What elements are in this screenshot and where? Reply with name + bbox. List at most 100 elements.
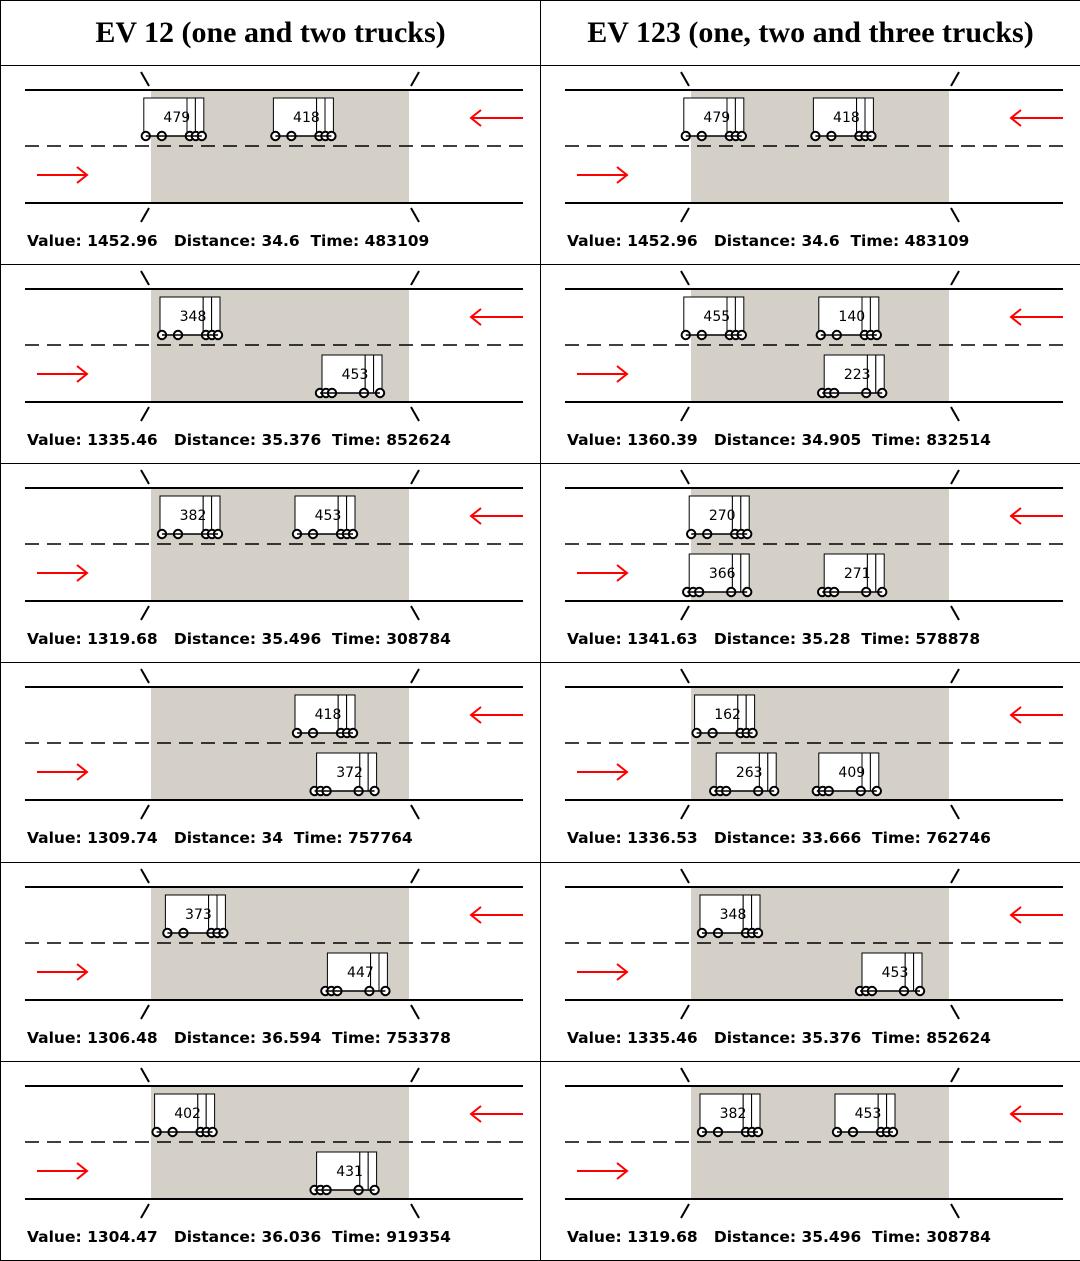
abutment-tick <box>411 1005 419 1019</box>
truck-id-label: 409 <box>838 765 865 781</box>
abutment-tick <box>411 869 419 883</box>
truck: 372 <box>310 753 378 795</box>
abutment-tick <box>141 470 149 484</box>
arrow-left-icon <box>471 707 523 723</box>
abutment-tick <box>951 470 959 484</box>
bridge-diagram: 382 453 <box>541 1062 1080 1222</box>
scenario-panel: 455140223Value: 1360.39 Distance: 34.905… <box>541 265 1080 463</box>
abutment-tick <box>681 1068 689 1082</box>
truck-cab <box>368 753 376 791</box>
abutment-tick <box>951 72 959 86</box>
abutment-tick <box>681 1005 689 1019</box>
column-header-ev12: EV 12 (one and two trucks) <box>1 1 541 66</box>
abutment-tick <box>951 208 959 222</box>
truck-id-label: 372 <box>336 765 363 781</box>
truck: 453 <box>293 496 357 538</box>
truck: 348 <box>158 297 222 339</box>
truck-id-label: 453 <box>882 965 909 981</box>
ev123-cell: 479418Value: 1452.96 Distance: 34.6 Time… <box>541 66 1080 265</box>
truck: 418 <box>811 98 875 140</box>
abutment-tick <box>411 669 419 683</box>
arrow-right-icon <box>577 964 627 980</box>
scenario-row: 418 372Value: 1309.74 Distance: 34 Time: … <box>1 663 1080 862</box>
abutment-tick <box>141 72 149 86</box>
ev123-cell: 455140223Value: 1360.39 Distance: 34.905… <box>541 265 1080 464</box>
scenario-caption: Value: 1309.74 Distance: 34 Time: 757764 <box>27 829 413 847</box>
bridge-diagram: 348 453 <box>1 265 540 425</box>
ev123-cell: 270366271Value: 1341.63 Distance: 35.28 … <box>541 464 1080 663</box>
truck-id-label: 373 <box>185 907 212 923</box>
arrow-left-icon <box>1011 1106 1063 1122</box>
scenario-panel: 348 453Value: 1335.46 Distance: 35.376 Ti… <box>1 265 540 463</box>
abutment-tick <box>681 606 689 620</box>
scenario-panel: 479418Value: 1452.96 Distance: 34.6 Time… <box>541 66 1080 264</box>
truck: 223 <box>818 355 886 397</box>
truck-cab <box>865 98 873 136</box>
bridge-diagram: 162263409 <box>541 663 1080 823</box>
abutment-tick <box>951 1068 959 1082</box>
abutment-tick <box>411 271 419 285</box>
abutment-tick <box>411 606 419 620</box>
abutment-tick <box>411 72 419 86</box>
abutment-tick <box>681 407 689 421</box>
scenario-caption: Value: 1452.96 Distance: 34.6 Time: 4831… <box>27 232 429 250</box>
abutment-tick <box>141 869 149 883</box>
arrow-right-icon <box>577 764 627 780</box>
truck-cab <box>735 98 743 136</box>
truck-id-label: 270 <box>709 508 736 524</box>
abutment-tick <box>681 1204 689 1218</box>
truck-id-label: 162 <box>714 707 741 723</box>
scenario-panel: 418 372Value: 1309.74 Distance: 34 Time: … <box>1 663 540 861</box>
truck-cab <box>217 895 225 933</box>
abutment-tick <box>141 606 149 620</box>
truck-cab <box>735 297 743 335</box>
truck-cab <box>325 98 333 136</box>
abutment-tick <box>141 669 149 683</box>
arrow-left-icon <box>1011 907 1063 923</box>
truck: 453 <box>316 355 384 397</box>
truck-cab <box>876 554 884 592</box>
truck: 447 <box>321 953 389 995</box>
abutment-tick <box>951 669 959 683</box>
scenario-panel: 373447Value: 1306.48 Distance: 36.594 Ti… <box>1 863 540 1061</box>
scenario-caption: Value: 1319.68 Distance: 35.496 Time: 30… <box>567 1228 991 1246</box>
truck-id-label: 453 <box>315 508 342 524</box>
truck-cab <box>870 753 878 791</box>
truck: 366 <box>683 554 751 596</box>
abutment-tick <box>951 1005 959 1019</box>
scenario-caption: Value: 1335.46 Distance: 35.376 Time: 85… <box>27 431 451 449</box>
truck-id-label: 418 <box>315 707 342 723</box>
arrow-right-icon <box>37 167 87 183</box>
truck-cab <box>887 1094 895 1132</box>
truck-id-label: 431 <box>336 1164 363 1180</box>
scenario-caption: Value: 1319.68 Distance: 35.496 Time: 30… <box>27 630 451 648</box>
truck: 455 <box>682 297 746 339</box>
abutment-tick <box>951 805 959 819</box>
truck-id-label: 418 <box>833 110 860 126</box>
abutment-tick <box>681 805 689 819</box>
truck-cab <box>752 895 760 933</box>
abutment-tick <box>141 1068 149 1082</box>
ev12-cell: 418 372Value: 1309.74 Distance: 34 Time: … <box>1 663 541 862</box>
truck-id-label: 479 <box>163 110 190 126</box>
truck-cab <box>914 953 922 991</box>
truck-cab <box>347 496 355 534</box>
abutment-tick <box>141 1005 149 1019</box>
truck-id-label: 418 <box>293 110 320 126</box>
truck: 382 <box>698 1094 762 1136</box>
column-header-ev123: EV 123 (one, two and three trucks) <box>541 1 1080 66</box>
truck-id-label: 453 <box>855 1106 882 1122</box>
truck-cab <box>870 297 878 335</box>
truck: 373 <box>163 895 227 937</box>
truck: 431 <box>310 1152 378 1194</box>
abutment-tick <box>951 869 959 883</box>
